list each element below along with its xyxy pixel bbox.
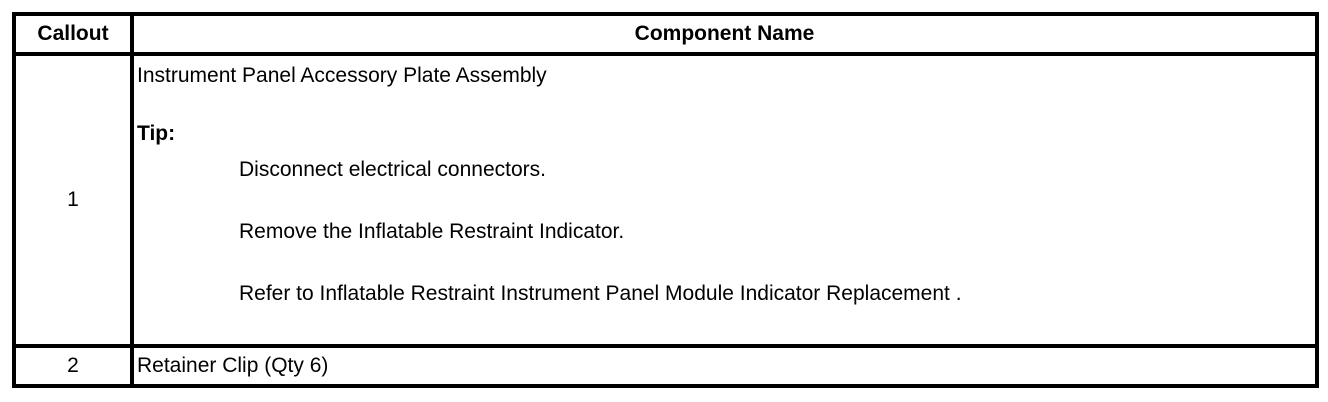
callout-number: 1 [12, 52, 134, 348]
tip-step-reference: Refer to Inflatable Restraint Instrument… [239, 282, 962, 305]
component-name: Instrument Panel Accessory Plate Assembl… [137, 64, 547, 87]
tip-label: Tip: [137, 122, 176, 145]
component-name-cell: Retainer Clip (Qty 6) [130, 344, 1319, 388]
table-row: 2 Retainer Clip (Qty 6) [12, 344, 1319, 388]
component-name: Retainer Clip (Qty 6) [137, 354, 329, 377]
components-table: Callout Component Name 1 Instrument Pane… [12, 12, 1319, 388]
callout-column-header: Callout [12, 12, 134, 56]
tip-step: Disconnect electrical connectors. [239, 158, 546, 181]
component-name-cell: Instrument Panel Accessory Plate Assembl… [130, 52, 1319, 348]
callout-number: 2 [12, 344, 134, 388]
table-row: 1 Instrument Panel Accessory Plate Assem… [12, 52, 1319, 348]
tip-step: Remove the Inflatable Restraint Indicato… [239, 220, 625, 243]
component-name-column-header: Component Name [130, 12, 1319, 56]
table-header-row: Callout Component Name [12, 12, 1319, 56]
